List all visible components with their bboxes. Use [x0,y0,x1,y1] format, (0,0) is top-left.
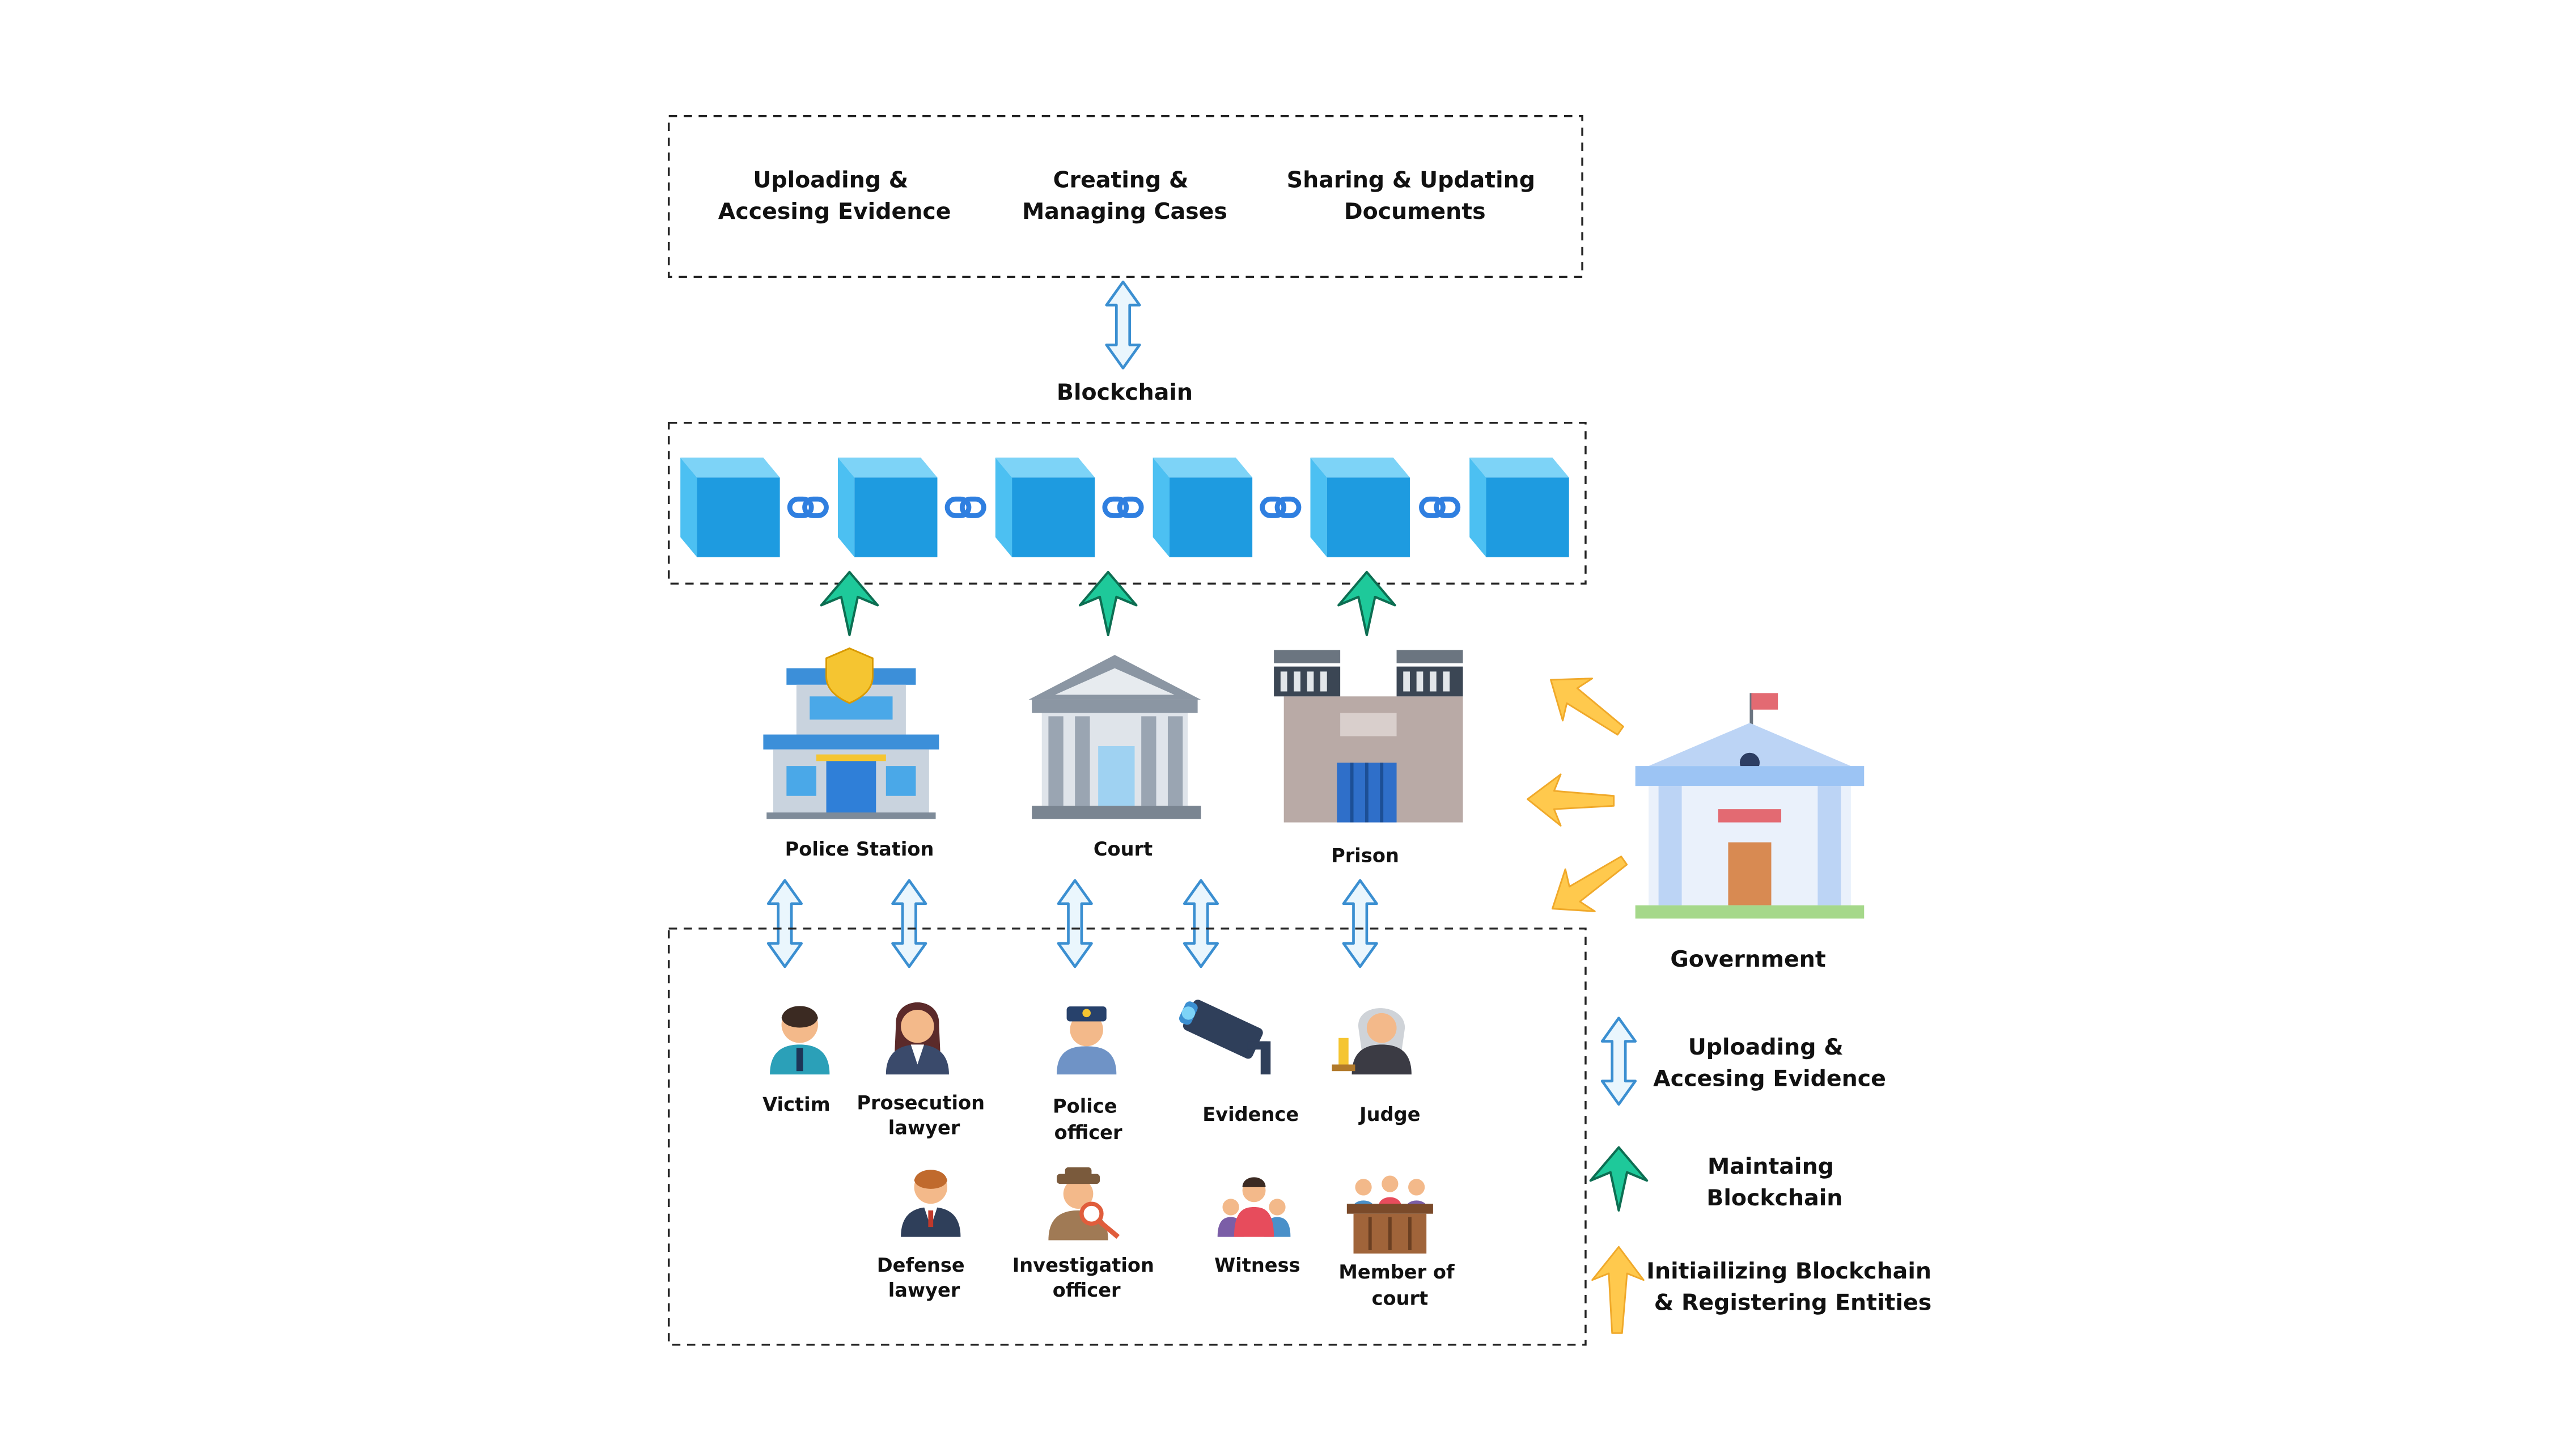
prison-icon [1274,650,1463,823]
victim-icon [770,1006,830,1075]
court-icon [1028,655,1201,819]
service-cases: Creating & Managing Cases [1022,167,1227,225]
chain-link-icon [1262,499,1299,515]
legend-init-arrow [1591,1246,1645,1334]
entities-box [667,927,1587,1346]
block-6 [1469,458,1569,557]
victim-label: Victim [762,1093,831,1115]
prosecution-lawyer-icon [886,1002,949,1075]
io-arrow-court-1 [1058,880,1091,967]
legend-maintain-arrow [1591,1148,1647,1210]
legend-io-arrow [1602,1018,1635,1104]
police-officer-icon [1057,1006,1117,1075]
legend-maintain-label: Maintaing Blockchain [1706,1154,1842,1212]
evidence-label: Evidence [1202,1103,1299,1125]
maintain-arrow-court [1080,572,1136,635]
block-4 [1153,458,1253,557]
police-station-label: Police Station [785,838,934,860]
block-2 [838,458,938,557]
service-docs: Sharing & Updating Documents [1287,167,1543,225]
legend-init-label: Initiailizing Blockchain & Registering E… [1646,1258,1939,1316]
witness-icon [1217,1177,1291,1237]
io-arrow-police-1 [768,880,801,967]
chain-link-icon [1421,499,1458,515]
legend-io-label: Uploading & Accesing Evidence [1653,1034,1886,1092]
member-of-court-icon [1346,1175,1433,1254]
witness-label: Witness [1214,1254,1300,1276]
police-station-icon [763,647,939,819]
maintain-arrow-prison [1338,572,1395,635]
court-label: Court [1094,838,1153,860]
io-arrow-prison [1344,880,1376,967]
investigation-officer-label: Investigation officer [1012,1254,1161,1301]
judge-label: Judge [1358,1103,1420,1125]
services-blockchain-arrow [1107,282,1139,368]
maintain-arrow-police [821,572,878,635]
chain-link-icon [1105,499,1141,515]
init-arrow-to-prison-mid [1527,773,1615,827]
prison-label: Prison [1331,845,1399,867]
cctv-camera-icon [1179,1000,1271,1075]
chain-link-icon [790,499,826,515]
investigation-officer-icon [1048,1167,1120,1241]
government-label: Government [1670,946,1825,972]
blockchain-label: Blockchain [1057,379,1193,405]
block-5 [1310,458,1410,557]
prosecution-lawyer-label: Prosecution lawyer [857,1091,991,1138]
io-arrow-police-2 [893,880,926,967]
block-3 [995,458,1095,557]
chain-link-icon [947,499,984,515]
io-arrow-court-2 [1184,880,1217,967]
member-of-court-label: Member of court [1338,1261,1461,1310]
init-arrow-to-prison-top [1535,658,1637,752]
defense-lawyer-label: Defense lawyer [877,1254,972,1301]
judge-icon [1332,1008,1412,1075]
defense-lawyer-icon [901,1170,961,1237]
police-officer-label: Police officer [1053,1095,1124,1144]
government-icon [1635,693,1865,919]
services-box [667,115,1583,278]
block-1 [680,458,780,557]
service-upload: Uploading & Accesing Evidence [718,167,951,225]
blockchain-box [667,421,1587,585]
init-arrow-to-prison-bottom [1537,837,1639,932]
